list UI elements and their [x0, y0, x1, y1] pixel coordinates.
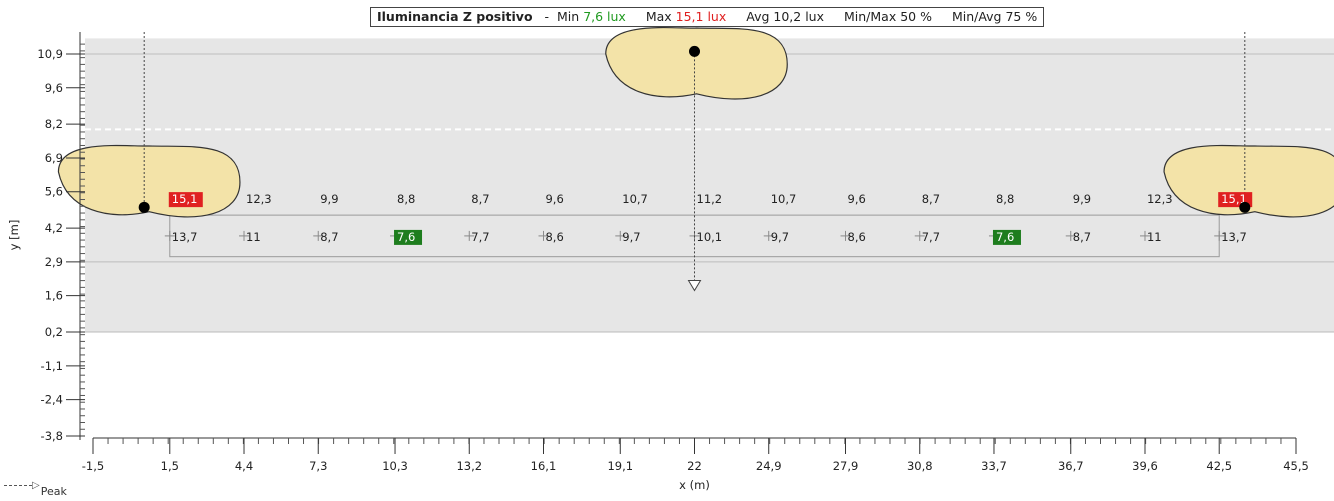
grid-value-bottom: 8,6: [848, 230, 866, 244]
peak-label: Peak: [40, 485, 67, 498]
peak-arrow-line: [4, 484, 32, 486]
grid-value-top: 15,1: [1221, 192, 1247, 206]
grid-value-bottom: 10,1: [697, 230, 723, 244]
grid-value-bottom: 7,7: [471, 230, 489, 244]
grid-value-top: 12,3: [1147, 192, 1173, 206]
header-avg-label: Avg: [746, 9, 770, 24]
grid-value-bottom: 9,7: [622, 230, 640, 244]
header-min-max: Min/Max 50 %: [843, 9, 932, 24]
header-max-label: Max: [645, 9, 672, 24]
grid-value-bottom: 8,7: [320, 230, 338, 244]
x-tick-label: 39,6: [1132, 459, 1158, 473]
max-value-highlight: [168, 192, 203, 208]
grid-value-bottom: 11: [246, 230, 261, 244]
grid-value-top: 10,7: [622, 192, 648, 206]
x-tick-label: 22: [687, 459, 702, 473]
grid-value-bottom: 8,7: [1073, 230, 1091, 244]
peak-arrow-icon: ▷: [32, 480, 40, 491]
x-tick-label: 13,2: [456, 459, 482, 473]
x-tick-label: 27,9: [833, 459, 859, 473]
grid-value-bottom: 7,6: [996, 230, 1014, 244]
light-distribution-center: [605, 26, 788, 100]
x-tick-label: 36,7: [1058, 459, 1084, 473]
y-tick-label: 4,2: [45, 221, 63, 235]
grid-value-top: 15,1: [172, 192, 198, 206]
grid-value-bottom: 13,7: [172, 230, 198, 244]
grid-value-top: 9,6: [545, 192, 563, 206]
grid-value-bottom: 11: [1147, 230, 1162, 244]
grid-value-bottom: 9,7: [771, 230, 789, 244]
light-distribution-right: [1163, 144, 1334, 218]
x-tick-label: 42,5: [1206, 459, 1232, 473]
header-min-label: Min: [557, 9, 580, 24]
x-tick-label: 24,9: [756, 459, 782, 473]
luminaire-point: [138, 201, 150, 213]
grid-value-top: 8,7: [471, 192, 489, 206]
grid-value-top: 8,8: [397, 192, 415, 206]
grid-value-bottom: 8,6: [545, 230, 563, 244]
luminaire-point: [689, 45, 700, 57]
y-tick-label: 9,6: [45, 81, 63, 95]
y-tick-label: -3,8: [41, 429, 63, 443]
header-min-value: 7,6 lux: [583, 9, 626, 24]
x-tick-label: 4,4: [235, 459, 253, 473]
grid-value-bottom: 13,7: [1221, 230, 1247, 244]
y-tick-label: 2,9: [45, 255, 63, 269]
min-value-highlight: [394, 229, 423, 245]
grid-value-bottom: 7,6: [397, 230, 415, 244]
grid-value-top: 8,8: [996, 192, 1014, 206]
grid-value-top: 9,6: [848, 192, 866, 206]
y-tick-label: 6,9: [45, 151, 63, 165]
y-tick-label: 0,2: [45, 325, 63, 339]
y-tick-label: 5,6: [45, 185, 63, 199]
luminaire-point: [1239, 201, 1251, 213]
chart-header: Iluminancia Z positivo - Min 7,6 lux Max…: [370, 7, 1045, 27]
y-tick-label: 8,2: [45, 117, 63, 131]
y-tick-label: -1,1: [41, 359, 63, 373]
x-tick-label: 16,1: [531, 459, 557, 473]
header-separator: -: [544, 9, 550, 24]
grid-value-top: 8,7: [922, 192, 940, 206]
header-min-avg: Min/Avg 75 %: [951, 9, 1038, 24]
x-tick-label: 7,3: [309, 459, 327, 473]
header-max-value: 15,1 lux: [675, 9, 727, 24]
grid-value-top: 10,7: [771, 192, 797, 206]
min-value-highlight: [992, 229, 1021, 245]
y-tick-label: -2,4: [41, 393, 63, 407]
grid-value-top: 9,9: [1073, 192, 1091, 206]
grid-value-top: 11,2: [697, 192, 723, 206]
grid-value-bottom: 7,7: [922, 230, 940, 244]
x-tick-label: 33,7: [981, 459, 1007, 473]
x-tick-label: -1,5: [82, 459, 104, 473]
grid-value-top: 9,9: [320, 192, 338, 206]
x-tick-label: 1,5: [161, 459, 179, 473]
peak-legend: ▷Peak: [4, 480, 67, 498]
x-tick-label: 10,3: [382, 459, 408, 473]
y-tick-label: 1,6: [45, 289, 63, 303]
x-tick-label: 45,5: [1283, 459, 1309, 473]
x-axis-label: x (m): [679, 478, 710, 492]
header-avg-value: 10,2 lux: [773, 9, 824, 24]
chart-header-title: Iluminancia Z positivo: [377, 9, 533, 24]
grid-value-top: 12,3: [246, 192, 272, 206]
x-tick-label: 30,8: [907, 459, 933, 473]
y-tick-label: 10,9: [37, 47, 63, 61]
aim-arrow-head: [687, 279, 702, 292]
y-axis-label: y [m]: [7, 220, 21, 251]
x-tick-label: 19,1: [607, 459, 633, 473]
